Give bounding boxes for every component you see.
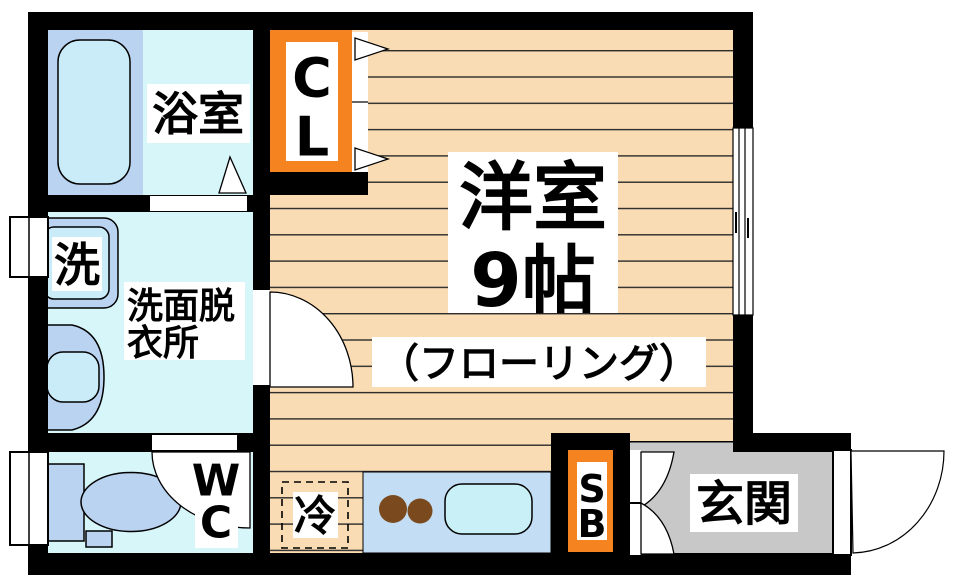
bathtub (48, 30, 143, 195)
fridge-label: 冷 (294, 492, 336, 541)
window-left-upper (9, 216, 49, 278)
wc-label-line1: W (192, 456, 241, 507)
closet-door (352, 32, 391, 172)
window-right (732, 127, 754, 316)
entrance-inner-doors (612, 450, 675, 555)
shoe-box-label-line1: S (578, 467, 605, 511)
flooring-note-label: （フローリング） (379, 341, 699, 387)
washroom-door-opening (253, 290, 270, 385)
wc-label-line2: C (200, 498, 232, 549)
laundry-label-box (52, 237, 102, 291)
flooring-label-box (372, 337, 706, 387)
closet-door-arrow (354, 147, 391, 171)
wc-label-box (195, 455, 238, 548)
wash-basin (29, 324, 105, 431)
main-room-label-line2: 9帖 (470, 238, 596, 324)
main-room-label-box (448, 152, 618, 313)
stove-burner (407, 498, 433, 524)
entrance-label-box (690, 474, 798, 532)
closet-label-line1: C (292, 47, 332, 110)
closet-label-line2: L (295, 106, 329, 169)
entrance-door (832, 449, 945, 556)
washroom-door-swing (269, 291, 354, 388)
bathroom-label-box (147, 84, 250, 143)
kitchen-counter (362, 471, 552, 554)
washroom-label-line1: 洗面脱 (127, 286, 235, 327)
bathroom-label: 浴室 (152, 87, 244, 141)
main-room-label-line1: 洋室 (459, 155, 607, 241)
walls (28, 12, 851, 575)
shoe-box (568, 450, 613, 552)
shoe-box-label-line2: B (578, 502, 607, 546)
kitchen-sink (444, 483, 533, 535)
bathroom-door-marker (218, 155, 248, 194)
laundry-label: 洗 (54, 238, 100, 292)
toilet (39, 463, 182, 548)
fridge-label-box (293, 492, 338, 538)
entrance-label: 玄関 (696, 476, 792, 532)
washroom-label-line2: 衣所 (127, 323, 199, 364)
wc-door-opening (152, 435, 237, 450)
refrigerator-outline (281, 481, 349, 549)
washroom-label-box (124, 282, 245, 360)
closet-door-arrow (354, 37, 391, 61)
window-left-lower (9, 451, 49, 546)
closet-box (270, 30, 352, 172)
stove-burner (379, 495, 407, 523)
bathroom-door-opening (150, 196, 247, 211)
